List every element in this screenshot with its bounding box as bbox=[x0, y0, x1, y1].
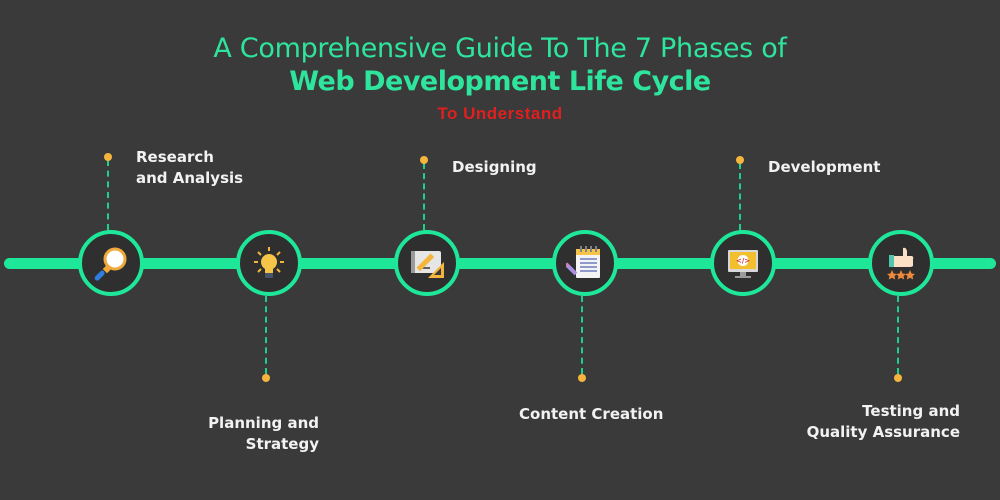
timeline-bar bbox=[4, 258, 996, 269]
connector-dot-development bbox=[736, 156, 744, 164]
title-line-1: A Comprehensive Guide To The 7 Phases of bbox=[213, 33, 787, 64]
phase-label-development: Development bbox=[768, 157, 880, 178]
label-line: and Analysis bbox=[136, 169, 244, 187]
phase-node-testing bbox=[868, 230, 934, 296]
connector-dot-content bbox=[578, 374, 586, 382]
phase-label-designing: Designing bbox=[452, 157, 537, 178]
connector-dot-testing bbox=[894, 374, 902, 382]
thumbs-up-rating-icon bbox=[887, 247, 915, 280]
connector-line-testing bbox=[897, 296, 899, 374]
connector-dot-planning bbox=[262, 374, 270, 382]
phase-node-content bbox=[552, 230, 618, 296]
phase-label-testing: Testing and Quality Assurance bbox=[780, 401, 960, 443]
connector-line-development bbox=[739, 163, 741, 230]
label-line: Development bbox=[768, 158, 881, 176]
label-line: Testing and bbox=[862, 402, 960, 420]
lightbulb-icon bbox=[254, 247, 284, 278]
phase-node-designing bbox=[394, 230, 460, 296]
label-line: Content Creation bbox=[519, 405, 664, 423]
magnifier-icon bbox=[94, 247, 127, 281]
connector-dot-research bbox=[104, 153, 112, 161]
phase-node-development: </> bbox=[710, 230, 776, 296]
connector-line-designing bbox=[423, 163, 425, 230]
design-blueprint-icon bbox=[411, 251, 444, 278]
phase-node-planning bbox=[236, 230, 302, 296]
label-line: Quality Assurance bbox=[806, 423, 960, 441]
notepad-icon bbox=[566, 246, 600, 278]
svg-text:</>: </> bbox=[736, 257, 750, 265]
phase-label-research: Research and Analysis bbox=[136, 147, 243, 189]
label-line: Strategy bbox=[245, 435, 319, 453]
connector-line-planning bbox=[265, 296, 267, 374]
label-line: Designing bbox=[452, 158, 537, 176]
phase-label-content: Content Creation bbox=[519, 404, 663, 425]
title-line-2: Web Development Life Cycle bbox=[289, 66, 711, 97]
phase-node-research bbox=[78, 230, 144, 296]
phase-label-planning: Planning and Strategy bbox=[160, 413, 319, 455]
subtitle: To Understand bbox=[437, 104, 563, 123]
label-line: Research bbox=[136, 148, 214, 166]
code-monitor-icon: </> bbox=[728, 250, 758, 278]
connector-line-content bbox=[581, 296, 583, 374]
connector-dot-designing bbox=[420, 156, 428, 164]
label-line: Planning and bbox=[208, 414, 319, 432]
connector-line-research bbox=[107, 160, 109, 230]
